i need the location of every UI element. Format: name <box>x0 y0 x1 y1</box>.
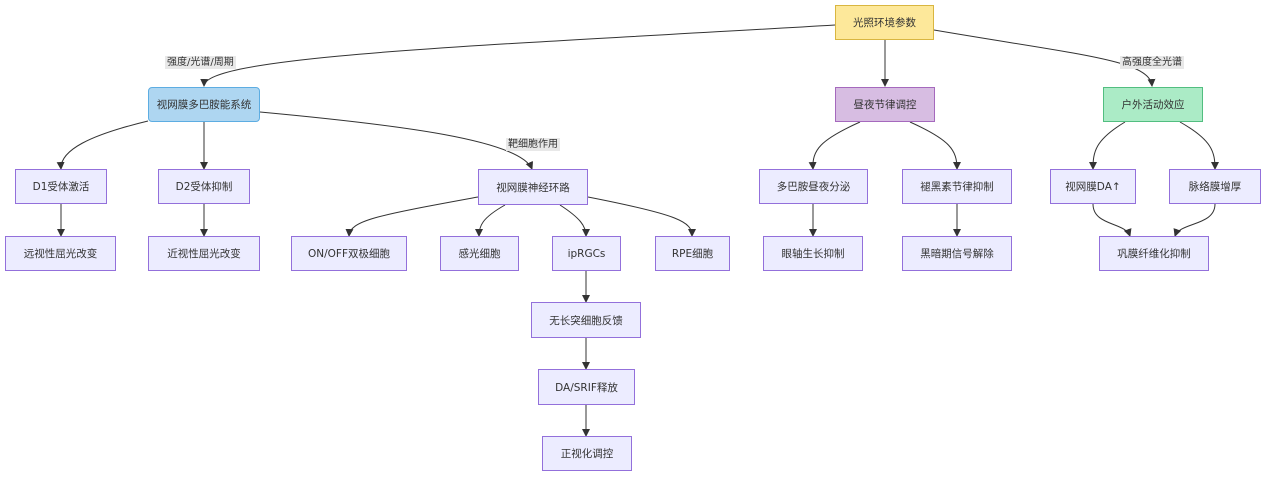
edge-neural-photo <box>475 204 506 237</box>
edge-dopa-neural <box>259 111 533 170</box>
edge-root-dopa <box>200 24 836 87</box>
node-choroid: 脉络膜增厚 <box>1169 169 1261 204</box>
edge-label-dopa-neural: 靶细胞作用 <box>506 138 560 151</box>
node-da-srif: DA/SRIF释放 <box>538 369 635 405</box>
node-light-params: 光照环境参数 <box>835 5 934 40</box>
node-onoff-bipolar: ON/OFF双极细胞 <box>291 236 407 271</box>
edge-label-root-outdoor: 高强度全光谱 <box>1120 56 1184 69</box>
node-d1: D1受体激活 <box>15 169 107 204</box>
edge-circ-melat <box>909 121 961 170</box>
node-dopamine-system: 视网膜多巴胺能系统 <box>148 87 260 122</box>
edge-outdoor-retda <box>1089 121 1126 170</box>
edge-retda-sclera <box>1092 203 1132 237</box>
edge-neural-onoff <box>345 196 479 237</box>
edge-neural-iprgc <box>559 204 590 237</box>
edge-choroid-sclera <box>1173 203 1216 237</box>
edge-outdoor-choroid <box>1179 121 1219 170</box>
edge-neural-rpe <box>587 196 696 237</box>
node-scleral: 巩膜纤维化抑制 <box>1099 236 1209 271</box>
edge-dopa-d1 <box>56 120 149 170</box>
node-amacrine: 无长突细胞反馈 <box>531 302 641 338</box>
node-d2: D2受体抑制 <box>158 169 250 204</box>
node-outdoor: 户外活动效应 <box>1103 87 1203 122</box>
node-neural-circuit: 视网膜神经环路 <box>478 169 588 205</box>
edge-root-outdoor <box>933 29 1156 87</box>
node-myopic: 近视性屈光改变 <box>148 236 260 271</box>
node-rpe: RPE细胞 <box>655 236 730 271</box>
node-dark-signal: 黑暗期信号解除 <box>902 236 1012 271</box>
node-da-secretion: 多巴胺昼夜分泌 <box>759 169 868 204</box>
edge-label-root-dopa: 强度/光谱/周期 <box>165 56 236 69</box>
node-hyperopic: 远视性屈光改变 <box>5 236 116 271</box>
node-circadian: 昼夜节律调控 <box>835 87 935 122</box>
node-photoreceptor: 感光细胞 <box>440 236 519 271</box>
node-retinal-da: 视网膜DA↑ <box>1050 169 1136 204</box>
edge-circ-dasec <box>808 121 861 170</box>
node-melatonin: 褪黑素节律抑制 <box>902 169 1012 204</box>
node-emmetropization: 正视化调控 <box>542 436 632 471</box>
node-iprgcs: ipRGCs <box>552 236 621 271</box>
node-axial-growth: 眼轴生长抑制 <box>763 236 863 271</box>
